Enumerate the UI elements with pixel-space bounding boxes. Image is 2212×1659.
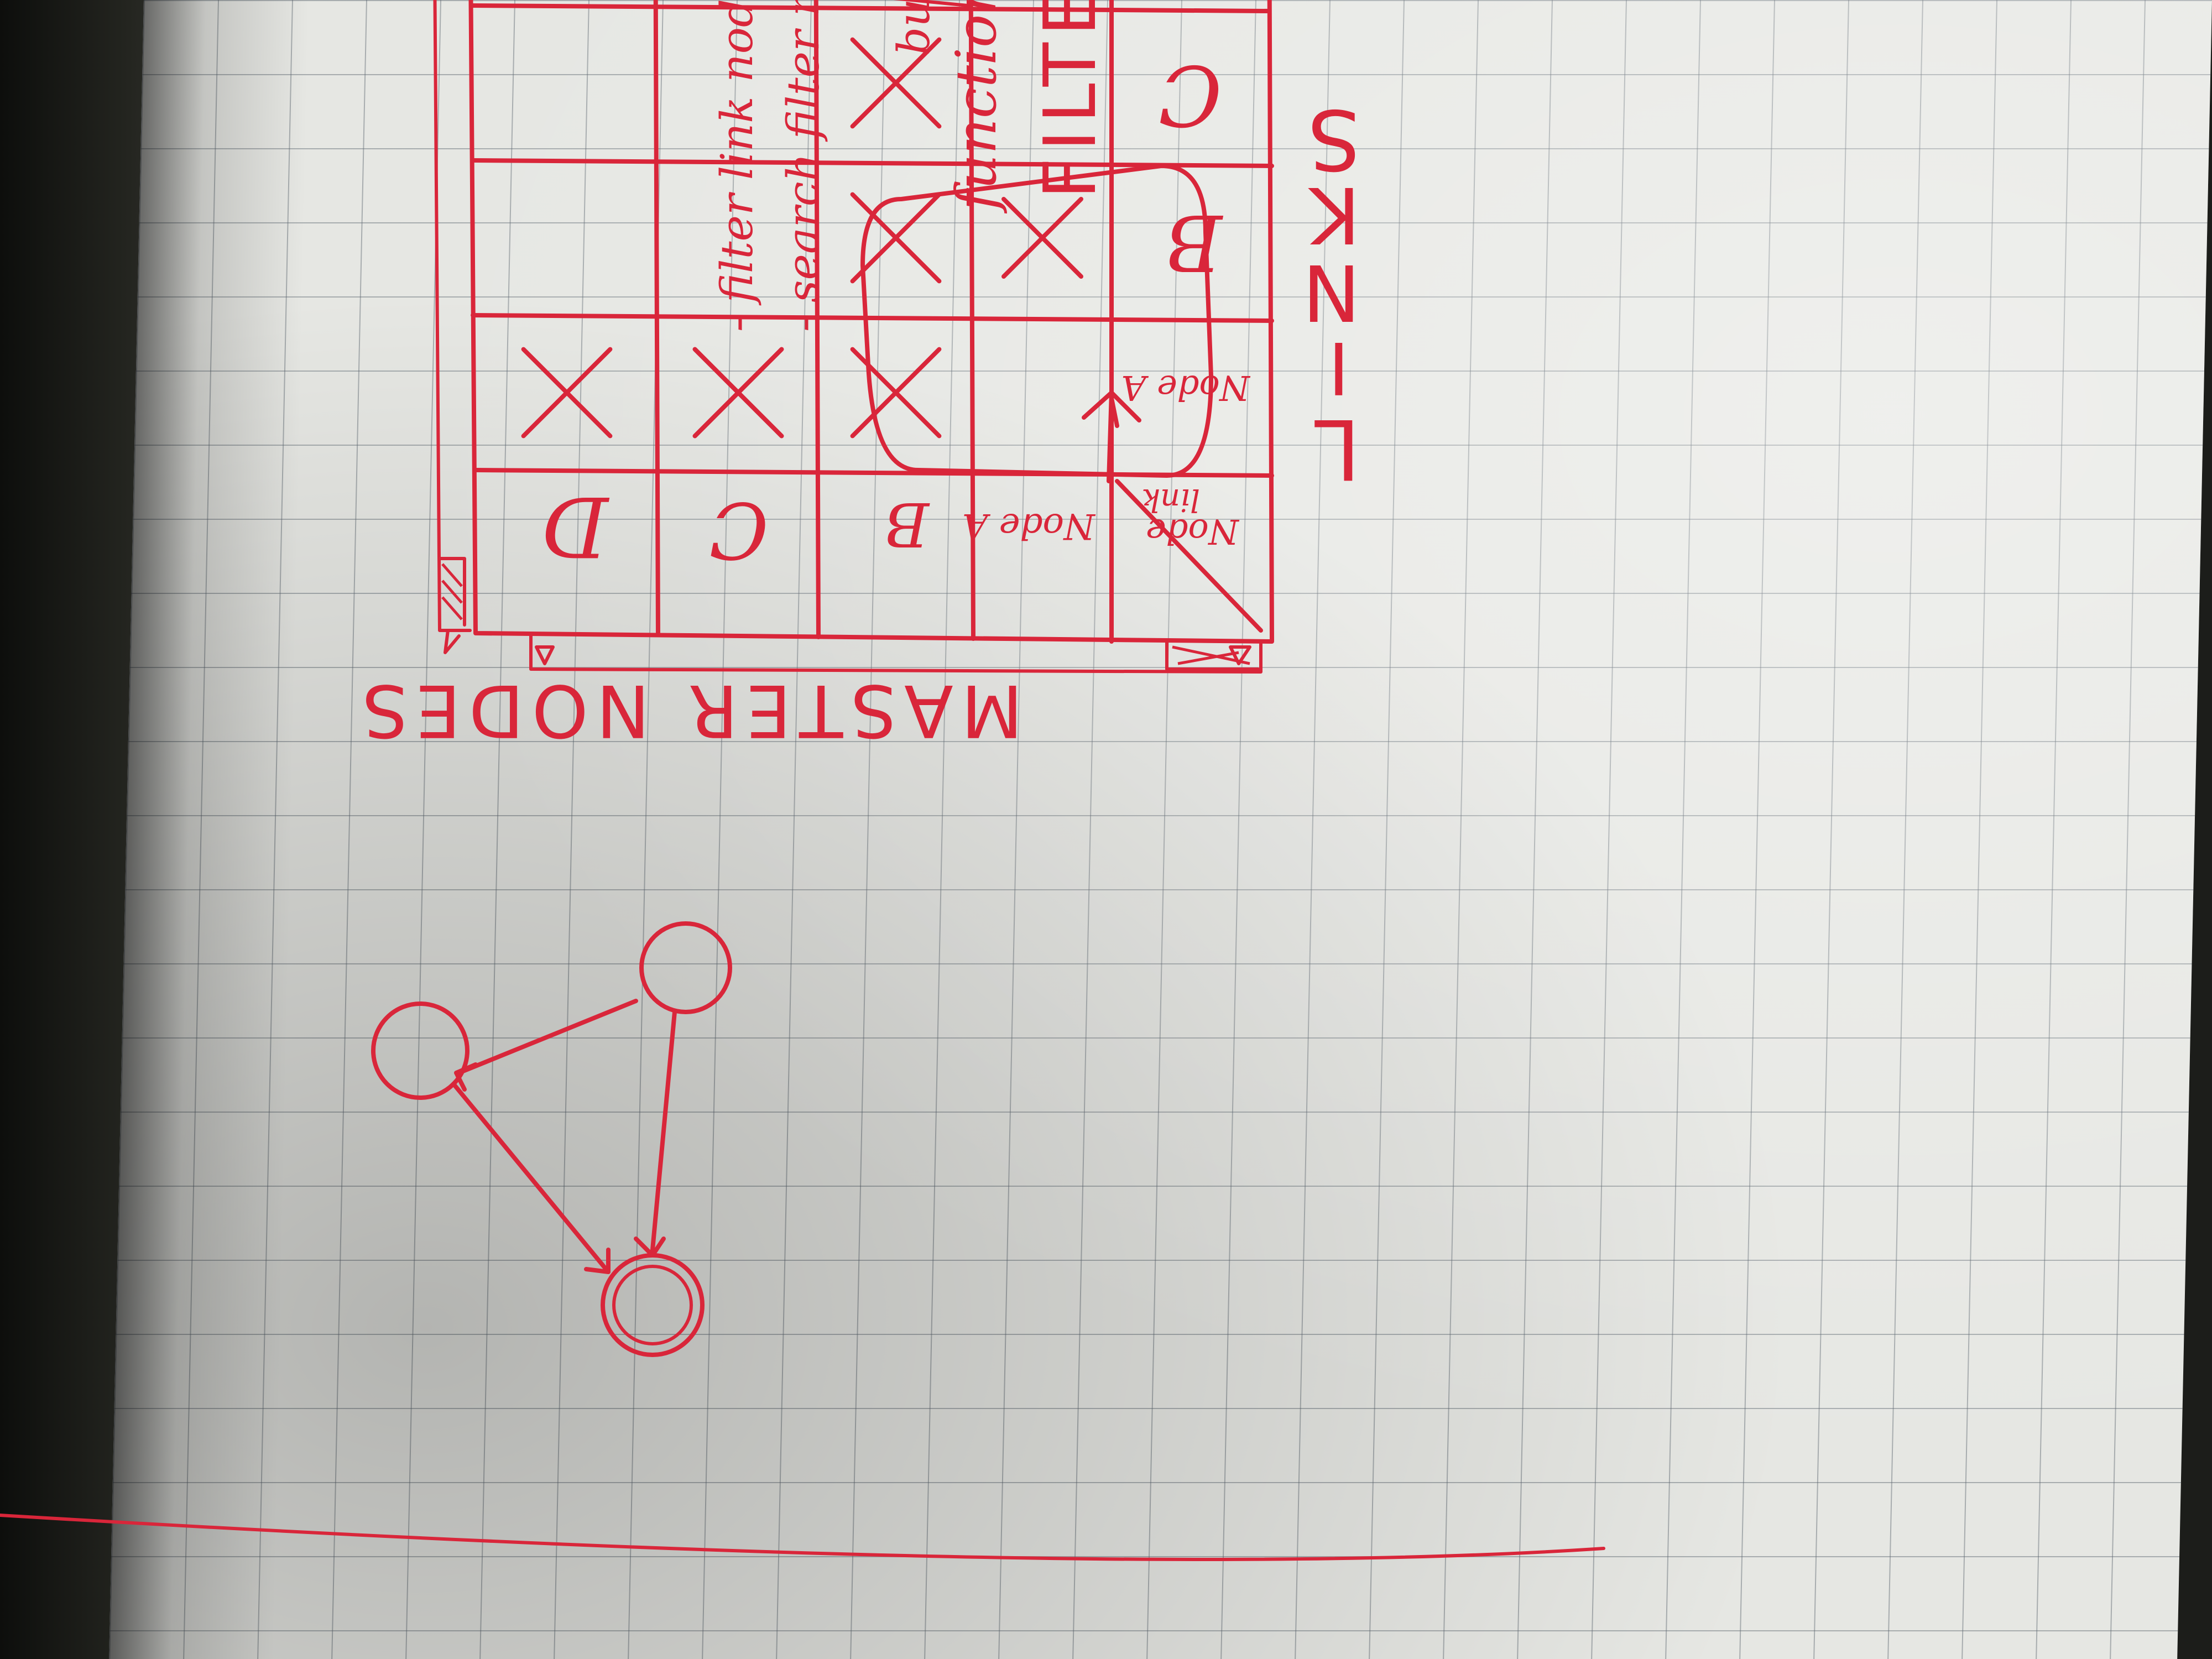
corner-diagonal bbox=[1115, 479, 1263, 633]
row-line-4 bbox=[469, 3, 1271, 13]
filter-bubble: FILTER functionality bbox=[860, 0, 1213, 478]
triangle-graph bbox=[371, 921, 732, 1357]
note-2: - filter link node bbox=[711, 0, 763, 332]
matrix-x-marks bbox=[521, 37, 1083, 439]
filter-subtitle: functionality bbox=[944, 0, 1009, 214]
hscroll-left-arrow-icon bbox=[1229, 645, 1251, 665]
graph-node-target-inner bbox=[612, 1265, 693, 1345]
graph-node-top-left bbox=[639, 921, 732, 1014]
links-label: L I N K S bbox=[1302, 91, 1360, 497]
matrix-frame bbox=[468, 0, 1274, 644]
graph-edge-2 bbox=[650, 1010, 677, 1252]
links-letter-4: K bbox=[1308, 169, 1360, 259]
row-line-2 bbox=[471, 313, 1274, 323]
x-mark bbox=[850, 347, 942, 439]
column-header-3: C bbox=[709, 484, 769, 575]
graph-node-target bbox=[601, 1253, 705, 1357]
column-header-1: Node A bbox=[962, 505, 1096, 546]
x-mark bbox=[850, 192, 942, 284]
column-header-4: D bbox=[542, 478, 610, 574]
links-letter-3: N bbox=[1302, 247, 1360, 337]
column-header-2: B bbox=[884, 489, 930, 560]
corner-label-bottom: link bbox=[1141, 482, 1200, 518]
graph-edge-3 bbox=[451, 1082, 611, 1274]
note-1: - search filter master node bbox=[778, 0, 829, 332]
x-mark bbox=[1001, 197, 1083, 279]
horizontal-scrollbar bbox=[529, 634, 1262, 674]
links-letter-5: S bbox=[1308, 91, 1360, 187]
scroll-up-arrow-icon bbox=[444, 629, 461, 654]
graph-node-bottom bbox=[371, 1001, 469, 1100]
graph-arrow-1-icon bbox=[454, 1062, 478, 1092]
row-header-1: Node A bbox=[1121, 368, 1251, 408]
hscroll-thumb bbox=[1165, 640, 1260, 671]
matrix-table: Node link Node A B C D Node A B C D bbox=[432, 0, 1274, 674]
corner-label-top: Node bbox=[1146, 512, 1240, 552]
row-header-3: C bbox=[1159, 46, 1222, 143]
col-line-2 bbox=[968, 0, 975, 641]
vertical-scrollbar bbox=[432, 0, 472, 632]
row-line-3 bbox=[471, 158, 1274, 168]
links-letter-2: I bbox=[1328, 326, 1349, 410]
hscroll-right-arrow-icon bbox=[535, 645, 555, 665]
scrollbar-thumb bbox=[438, 557, 466, 627]
page-curve-line bbox=[0, 1514, 1605, 1561]
graph-arrow-2-icon bbox=[634, 1237, 666, 1258]
filter-bubble-outline bbox=[860, 164, 1213, 478]
x-mark bbox=[692, 347, 784, 439]
filter-arrow-icon bbox=[1082, 390, 1141, 483]
links-letter-1: L bbox=[1314, 400, 1360, 497]
col-line-4 bbox=[653, 0, 660, 637]
button-annotation: button label bbox=[888, 0, 940, 55]
filter-title: FILTER bbox=[1028, 0, 1112, 199]
master-nodes-title: MASTER NODES bbox=[354, 669, 1023, 753]
graph-arrow-3-icon bbox=[584, 1248, 611, 1274]
graph-edge-1 bbox=[457, 999, 638, 1075]
col-line-3 bbox=[813, 0, 821, 639]
x-mark bbox=[521, 347, 613, 439]
row-header-2: B bbox=[1165, 197, 1224, 287]
x-mark bbox=[850, 37, 942, 129]
